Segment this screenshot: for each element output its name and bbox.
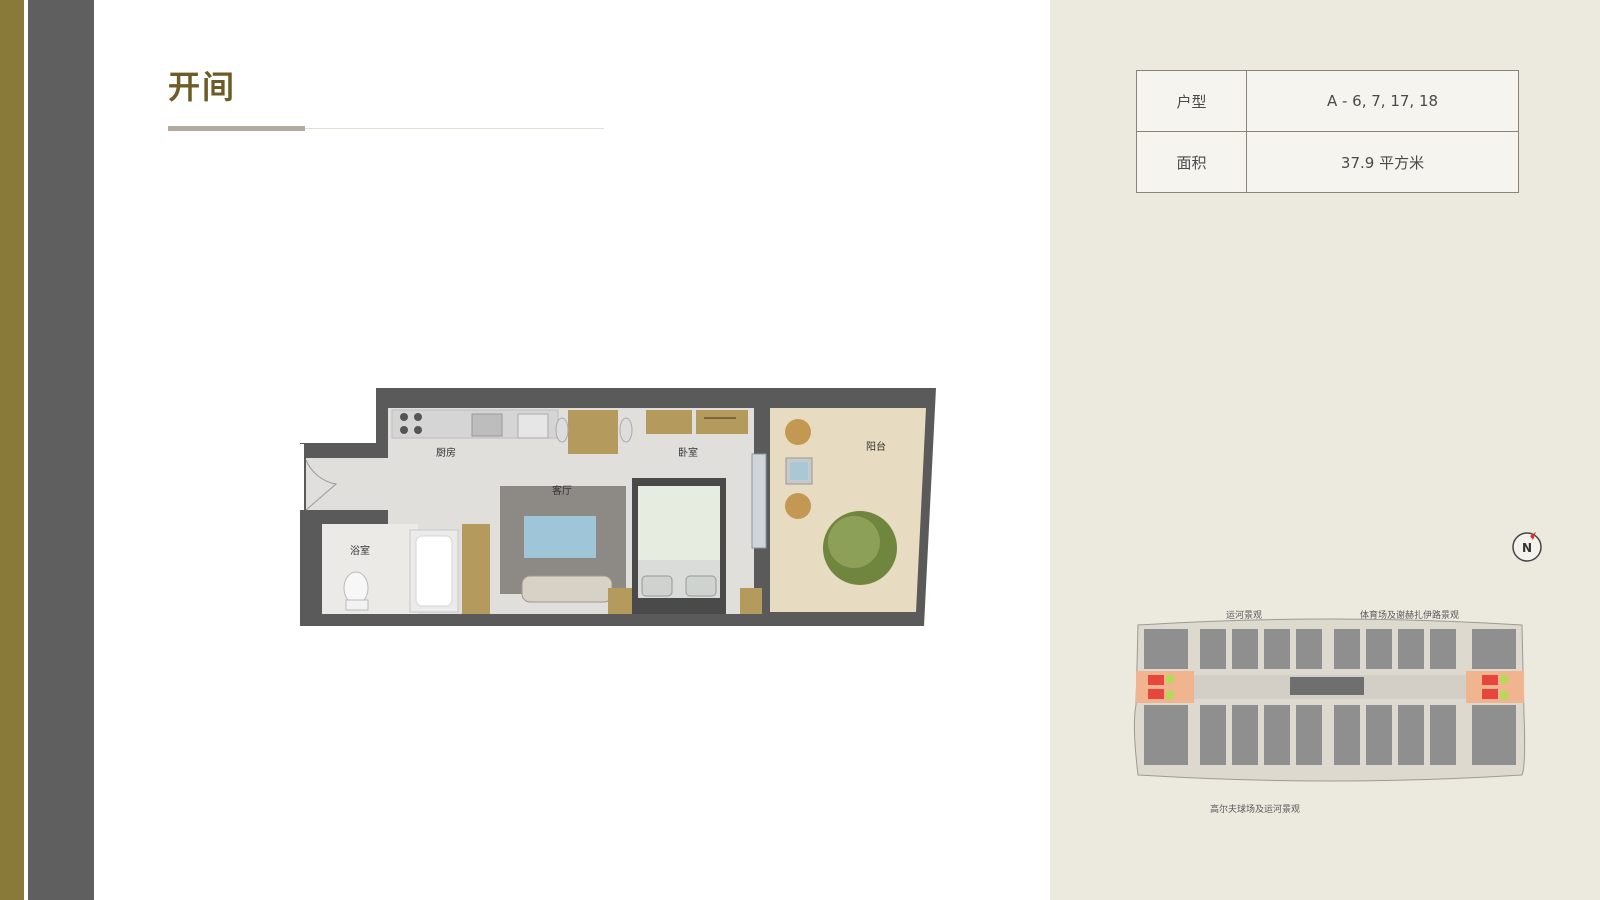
site-key-plan: [1133, 618, 1526, 782]
spec-table: 户型 A - 6, 7, 17, 18 面积 37.9 平方米: [1136, 70, 1519, 193]
room-label-bathroom: 浴室: [350, 544, 370, 557]
title-divider: [168, 128, 604, 129]
site-view-label-canal: 运河景观: [1226, 611, 1263, 621]
north-compass-icon: N: [1512, 532, 1542, 562]
room-label-kitchen: 厨房: [436, 446, 456, 459]
site-view-label-golf: 高尔夫球场及运河景观: [1210, 805, 1301, 815]
spec-row-unit-type: 户型 A - 6, 7, 17, 18: [1136, 70, 1519, 132]
spec-label-unit-type: 户型: [1136, 70, 1247, 132]
floor-plan: 厨房 客厅 卧室 阳台 浴室: [300, 388, 936, 626]
title-divider-accent: [168, 126, 305, 131]
room-label-bedroom: 卧室: [678, 446, 698, 459]
spec-label-area: 面积: [1136, 131, 1247, 193]
spec-value-unit-type: A - 6, 7, 17, 18: [1246, 70, 1519, 132]
info-panel: 户型 A - 6, 7, 17, 18 面积 37.9 平方米 N 运河景观 体…: [1050, 0, 1600, 900]
site-view-label-stadium: 体育场及谢赫扎伊路景观: [1360, 611, 1460, 621]
greek-key-border: [0, 0, 28, 900]
spec-row-area: 面积 37.9 平方米: [1136, 131, 1519, 193]
page-title: 开间: [168, 68, 237, 106]
room-label-balcony: 阳台: [866, 440, 886, 453]
room-label-living: 客厅: [552, 484, 572, 497]
side-strip: [28, 0, 94, 900]
compass-label: N: [1522, 541, 1532, 555]
spec-value-area: 37.9 平方米: [1246, 131, 1519, 193]
